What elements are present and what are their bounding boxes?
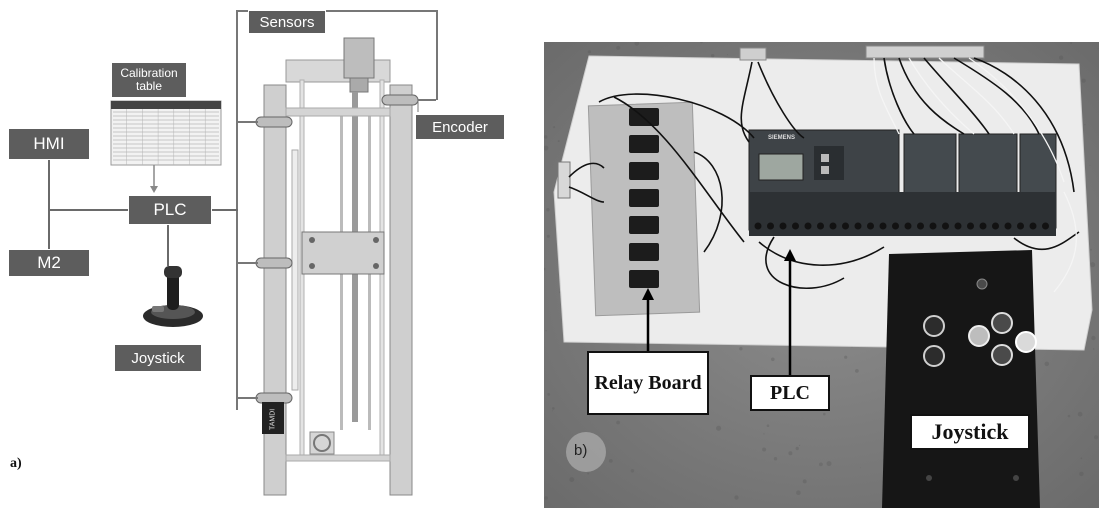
joystick-button-1 — [923, 315, 945, 337]
plc-callout: PLC — [750, 375, 830, 411]
rail-tag — [262, 402, 284, 434]
joystick-callout: Joystick — [910, 414, 1030, 450]
joystick-button-3 — [968, 325, 990, 347]
joystick-button-6 — [1015, 331, 1037, 353]
hmi-m2-wire — [48, 158, 50, 258]
joystick-box: Joystick — [114, 344, 202, 372]
encoder-box: Encoder — [415, 114, 505, 140]
relay — [629, 189, 659, 207]
relay — [629, 243, 659, 261]
calibration-table-graphic — [110, 100, 222, 166]
relay-board-callout: Relay Board — [587, 351, 709, 415]
plc-to-rig-wire — [212, 209, 238, 211]
plc-brand-text: SIEMENS — [768, 135, 796, 141]
relay — [629, 270, 659, 288]
joystick-graphic — [143, 266, 203, 327]
plc-to-joystick-wire — [167, 222, 169, 266]
relay — [629, 216, 659, 234]
rail-tag-label: TAMDI — [269, 408, 277, 430]
hmi-box: HMI — [8, 128, 90, 160]
right-column — [389, 84, 413, 496]
panel-a-system-diagram: Sensors Calibration table HMI PLC M2 Enc… — [0, 0, 520, 518]
joystick-button-5 — [991, 344, 1013, 366]
joystick-button-4 — [991, 312, 1013, 334]
motor — [343, 37, 375, 79]
relay — [629, 162, 659, 180]
sensors-box: Sensors — [248, 10, 326, 34]
bus-to-plc-wire — [48, 209, 130, 211]
panel-a-label: a) — [10, 456, 22, 471]
m2-box: M2 — [8, 249, 90, 277]
calibration-table-box: Calibration table — [111, 62, 187, 98]
joystick-box-enclosure — [882, 250, 1040, 508]
carriage — [301, 231, 385, 275]
panel-b-label: b) — [574, 442, 588, 459]
panel-b-hardware-photo: Relay Board PLC Joystick SIEMENS b) — [544, 42, 1099, 508]
plc-box: PLC — [128, 195, 212, 225]
rig-drawing — [110, 10, 438, 496]
joystick-button-2 — [923, 345, 945, 367]
relay — [629, 135, 659, 153]
